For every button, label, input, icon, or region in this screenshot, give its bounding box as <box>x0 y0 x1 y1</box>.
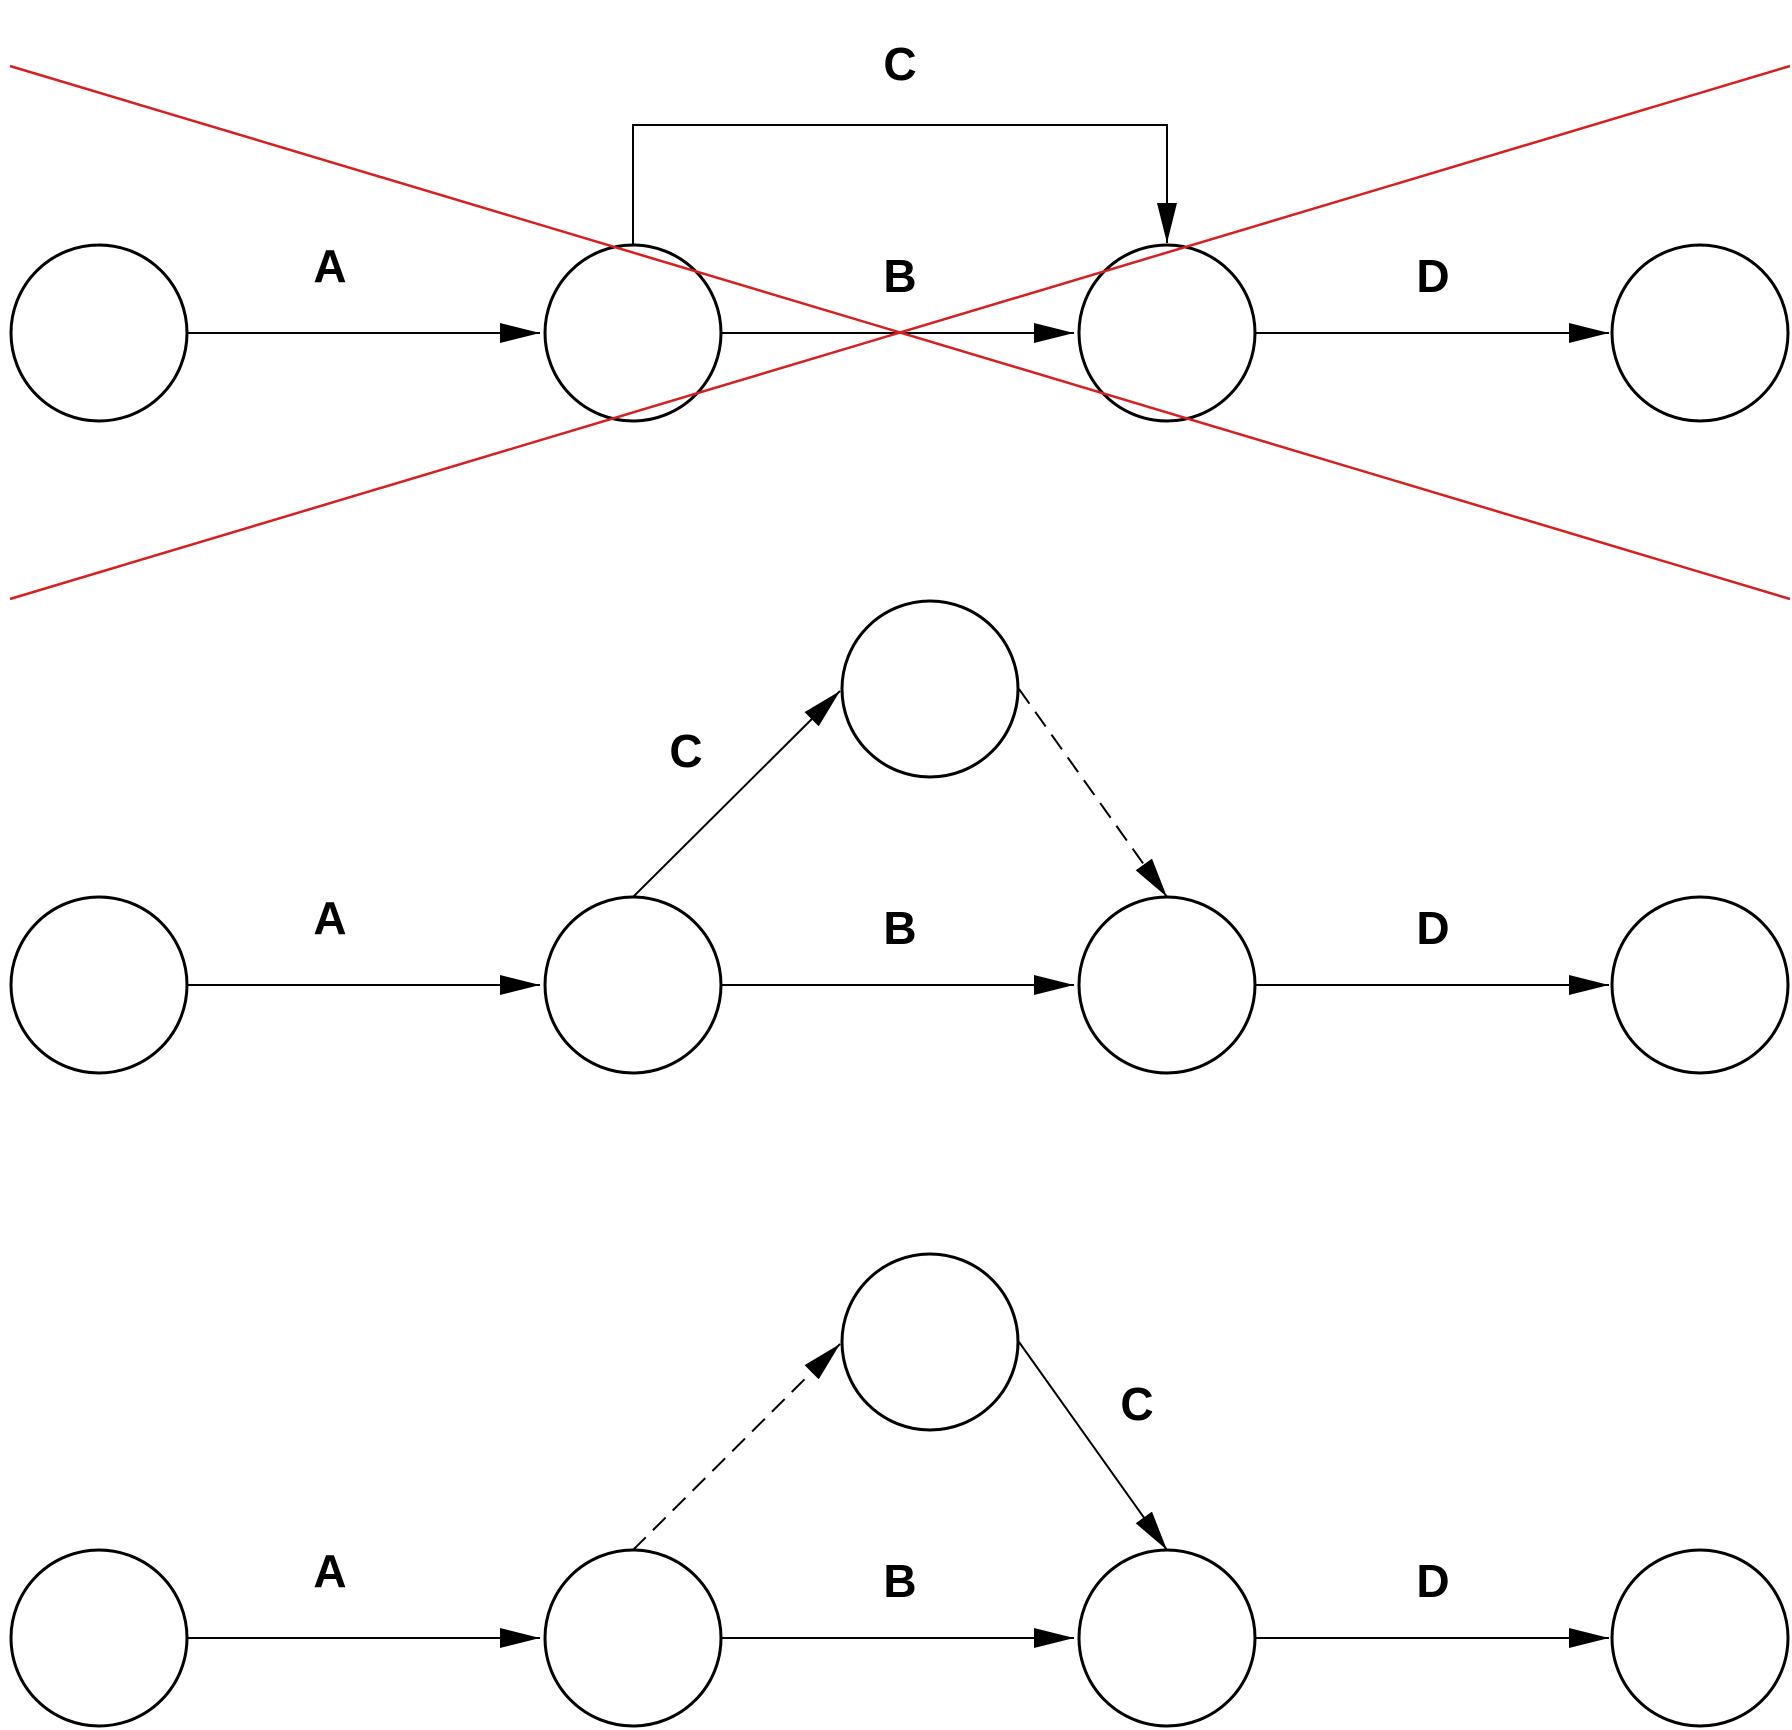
node-3 <box>1077 243 1257 423</box>
cross-out-line-2 <box>9 64 1791 601</box>
edge-label-d: D <box>1416 250 1449 302</box>
edge-label-a: A <box>313 1545 346 1597</box>
edge-c <box>632 124 1177 245</box>
node-2 <box>543 243 723 423</box>
node-4 <box>1610 1548 1790 1728</box>
edge-label-a: A <box>313 892 346 944</box>
edge-c <box>1018 1341 1168 1551</box>
node-1 <box>9 895 189 1075</box>
node-2 <box>543 1548 723 1728</box>
node-3 <box>1077 895 1257 1075</box>
node-1 <box>9 1548 189 1728</box>
node-4 <box>1610 243 1790 423</box>
diagram-dummy-before-c: A B C D <box>9 1252 1790 1728</box>
diagram-dummy-after-c: A B C D <box>9 599 1790 1075</box>
edge-label-d: D <box>1416 902 1449 954</box>
edge-label-b: B <box>883 902 916 954</box>
edge-c <box>632 690 841 898</box>
node-1 <box>9 243 189 423</box>
edge-label-b: B <box>883 250 916 302</box>
node-3 <box>1077 1548 1257 1728</box>
edge-dummy <box>1018 688 1168 898</box>
edge-label-d: D <box>1416 1555 1449 1607</box>
node-4 <box>1610 895 1790 1075</box>
edge-dummy <box>632 1343 841 1551</box>
node-5 <box>840 599 1020 779</box>
edge-label-c: C <box>1120 1378 1153 1430</box>
node-2 <box>543 895 723 1075</box>
diagram-invalid: A B C D <box>9 38 1791 601</box>
edge-label-b: B <box>883 1555 916 1607</box>
edge-label-a: A <box>313 240 346 292</box>
edge-label-c: C <box>669 725 702 777</box>
node-5 <box>840 1252 1020 1432</box>
edge-label-c: C <box>883 38 916 90</box>
